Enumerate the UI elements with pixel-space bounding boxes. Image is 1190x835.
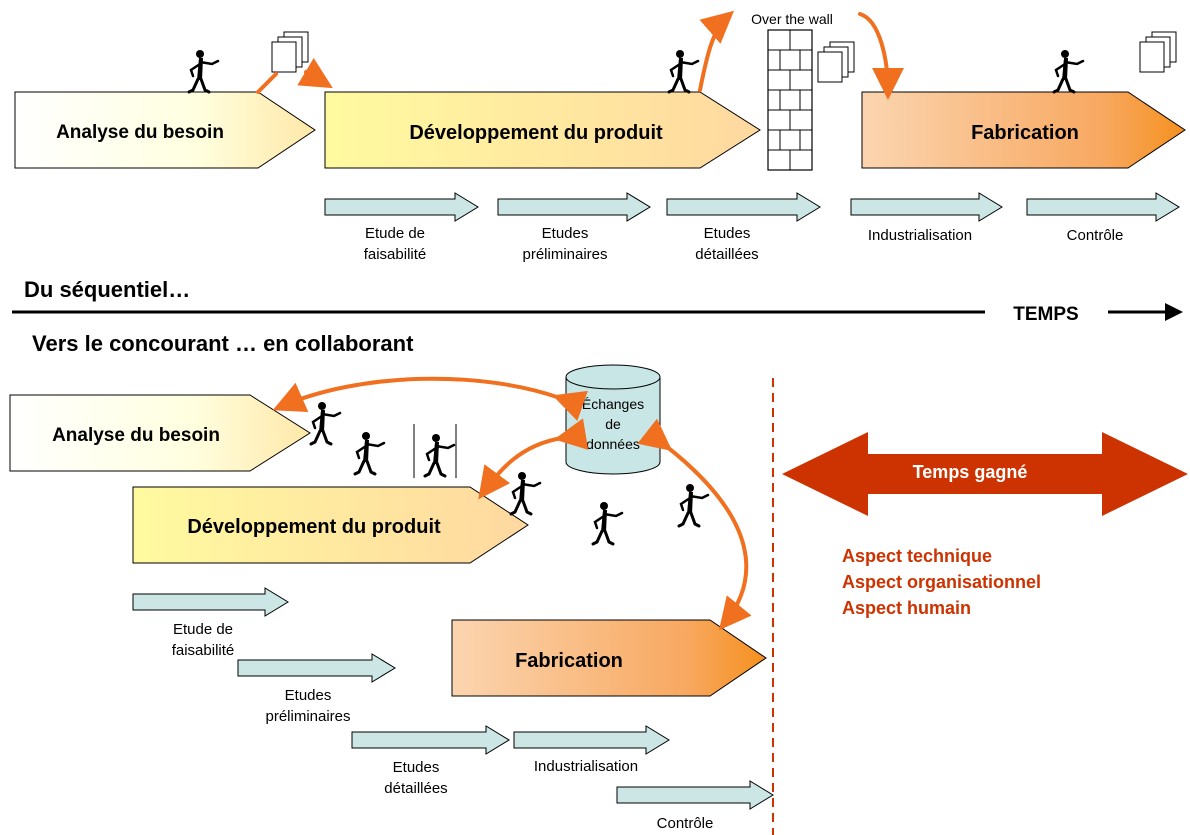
step-arrow-controle — [1026, 192, 1180, 222]
step-label: détaillées — [384, 780, 447, 797]
step-arrow-industrialisation — [850, 192, 1003, 222]
phase-label: Fabrication — [971, 122, 1079, 144]
concurrent-phase-developpement: Développement du produit — [132, 486, 529, 564]
door-frame-icon — [413, 424, 457, 478]
aspects-list: Aspect technique Aspect organisationnel … — [842, 546, 1041, 618]
step-label: faisabilité — [364, 246, 427, 263]
step-label: Etude de — [173, 621, 233, 638]
sequential-phase-developpement: Développement du produit — [324, 91, 761, 169]
step-label: faisabilité — [172, 642, 235, 659]
step-label: Etudes — [285, 687, 332, 704]
document-stack-icon — [271, 31, 309, 73]
step-arrow-controle — [616, 780, 774, 810]
handoff-arrows — [256, 10, 904, 100]
brick-wall-icon — [767, 29, 813, 171]
time-axis: TEMPS — [12, 303, 1183, 325]
stick-figure-icon — [667, 48, 700, 94]
aspect-item: Aspect humain — [842, 598, 971, 618]
concurrent-phase-analyse: Analyse du besoin — [9, 394, 311, 472]
stick-figure-icon — [187, 48, 220, 94]
sequential-phase-fabrication: Fabrication — [861, 91, 1186, 169]
stick-figure-icon — [509, 470, 542, 516]
database-cylinder-icon: Échanges de données — [565, 364, 661, 475]
database-label: de — [605, 416, 621, 432]
step-arrow-detaillees — [351, 725, 510, 755]
step-arrow-faisabilite — [324, 192, 479, 222]
stick-figure-icon — [677, 482, 710, 528]
step-label: détaillées — [695, 246, 758, 263]
phase-label: Développement du produit — [409, 122, 663, 144]
phase-label: Développement du produit — [187, 516, 441, 538]
stick-figure-icon — [1052, 48, 1085, 94]
database-label: Échanges — [582, 396, 644, 412]
database-label: données — [586, 436, 640, 452]
section-title-sequential: Du séquentiel… — [24, 277, 190, 302]
step-label: Industrialisation — [534, 758, 638, 775]
time-gained-label: Temps gagné — [913, 462, 1028, 482]
step-arrow-detaillees — [666, 192, 821, 222]
document-stack-icon — [1139, 31, 1177, 73]
step-label: Etudes — [542, 225, 589, 242]
step-label: préliminaires — [522, 246, 607, 263]
concurrent-phase-fabrication: Fabrication — [451, 619, 767, 697]
stick-figure-icon — [591, 500, 624, 546]
time-label: TEMPS — [1013, 304, 1078, 325]
step-label: Contrôle — [657, 815, 714, 832]
step-arrow-preliminaires — [237, 653, 396, 683]
step-label: Etude de — [365, 225, 425, 242]
step-arrow-industrialisation — [513, 725, 670, 755]
stick-figure-icon — [309, 400, 342, 446]
collaboration-arrows — [272, 376, 752, 631]
step-label: Contrôle — [1067, 227, 1124, 244]
time-gained-arrow: Temps gagné — [782, 432, 1188, 516]
phase-label: Analyse du besoin — [52, 425, 220, 446]
step-label: préliminaires — [265, 708, 350, 725]
step-label: Etudes — [393, 759, 440, 776]
step-label: Etudes — [704, 225, 751, 242]
document-stack-icon — [817, 41, 855, 83]
phase-label: Fabrication — [515, 650, 623, 672]
step-arrow-faisabilite — [132, 587, 289, 617]
sequential-phase-analyse: Analyse du besoin — [14, 91, 316, 169]
over-the-wall-label: Over the wall — [751, 11, 833, 27]
aspect-item: Aspect organisationnel — [842, 572, 1041, 592]
section-title-concurrent: Vers le concourant … en collaborant — [32, 331, 414, 356]
stick-figure-icon — [353, 430, 386, 476]
step-arrow-preliminaires — [497, 192, 651, 222]
stick-figure-icon — [423, 432, 456, 478]
step-label: Industrialisation — [868, 227, 972, 244]
sequential-step-arrows — [324, 192, 1180, 222]
phase-label: Analyse du besoin — [56, 122, 224, 143]
concurrent-step-arrows — [132, 587, 774, 810]
aspect-item: Aspect technique — [842, 546, 992, 566]
